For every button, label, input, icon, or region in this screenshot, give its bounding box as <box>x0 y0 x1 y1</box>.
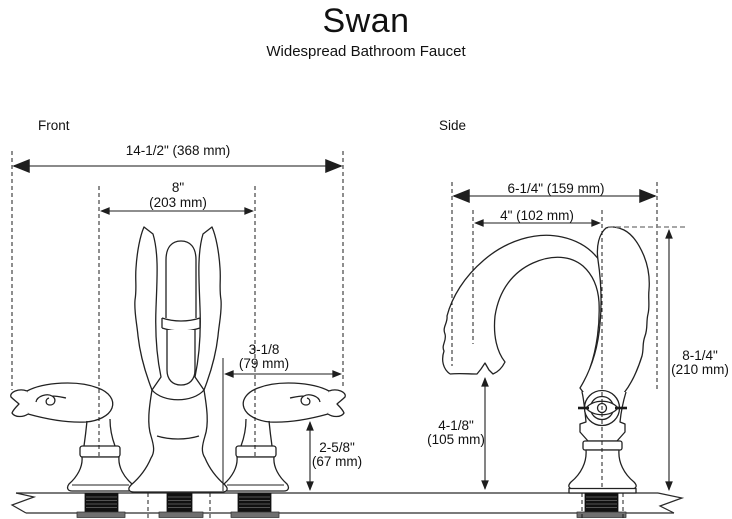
page-subtitle: Widespread Bathroom Faucet <box>266 43 466 60</box>
dim-label-spout-clearance-mm: (105 mm) <box>427 432 485 447</box>
dim-label-overall-height-in: 8-1/4" <box>682 348 718 363</box>
spout-wing-left <box>134 226 162 391</box>
handle-stem <box>83 418 116 447</box>
dim-label-spout-reach: 4" (102 mm) <box>500 208 574 223</box>
front-dimension-lines <box>11 151 344 519</box>
counter-break-right <box>657 492 685 514</box>
spout-wing-right <box>194 226 222 391</box>
base-plate <box>568 487 637 494</box>
spout-wing <box>579 226 650 399</box>
side-spout <box>442 226 650 518</box>
front-handle-left <box>10 382 135 518</box>
dim-label-handle-height-mm: (67 mm) <box>311 454 363 469</box>
spout-dome <box>165 240 197 318</box>
spout-body <box>128 389 228 493</box>
spout-bell-line <box>156 435 200 440</box>
spout-band <box>161 317 201 332</box>
spout-inner-column <box>166 330 196 386</box>
locknut <box>576 511 627 518</box>
dim-label-handle-height-in: 2-5/8" <box>319 440 355 455</box>
swan-beak <box>10 389 29 418</box>
dim-label-overall-depth: 6-1/4" (159 mm) <box>507 181 605 196</box>
counter-break-left <box>10 492 37 514</box>
handle-collar <box>79 445 121 458</box>
dim-label-handle-centers-in: 8" <box>171 180 185 195</box>
shank-threads <box>586 496 617 508</box>
dim-label-handle-centers-mm: (203 mm) <box>149 195 207 210</box>
dim-label-spout-to-handle-mm: (79 mm) <box>238 356 290 371</box>
threaded-shank <box>166 493 193 513</box>
dim-label-overall-height-mm: (210 mm) <box>671 362 729 377</box>
page-title: Swan <box>322 2 410 40</box>
shank-threads <box>168 496 191 508</box>
dim-label-spout-clearance-in: 4-1/8" <box>438 418 474 433</box>
shank-threads <box>86 496 117 508</box>
spout-neck-outer <box>442 234 608 375</box>
locknut <box>158 511 204 518</box>
threaded-shank <box>584 493 619 513</box>
side-dimension-lines <box>451 182 688 519</box>
swan-head <box>24 382 114 423</box>
front-spout <box>128 226 228 518</box>
side-view-label: Side <box>439 118 467 133</box>
front-view-label: Front <box>38 118 70 133</box>
dim-label-spout-to-handle-in: 3-1/8 <box>248 342 280 357</box>
countertop <box>10 492 685 514</box>
handle-bell-base <box>66 456 135 492</box>
dim-label-overall-width: 14-1/2" (368 mm) <box>125 143 231 158</box>
spout-neck-inner <box>449 256 600 393</box>
locknut <box>76 511 126 518</box>
swan-eye-curl <box>35 394 67 406</box>
threaded-shank <box>84 493 119 513</box>
